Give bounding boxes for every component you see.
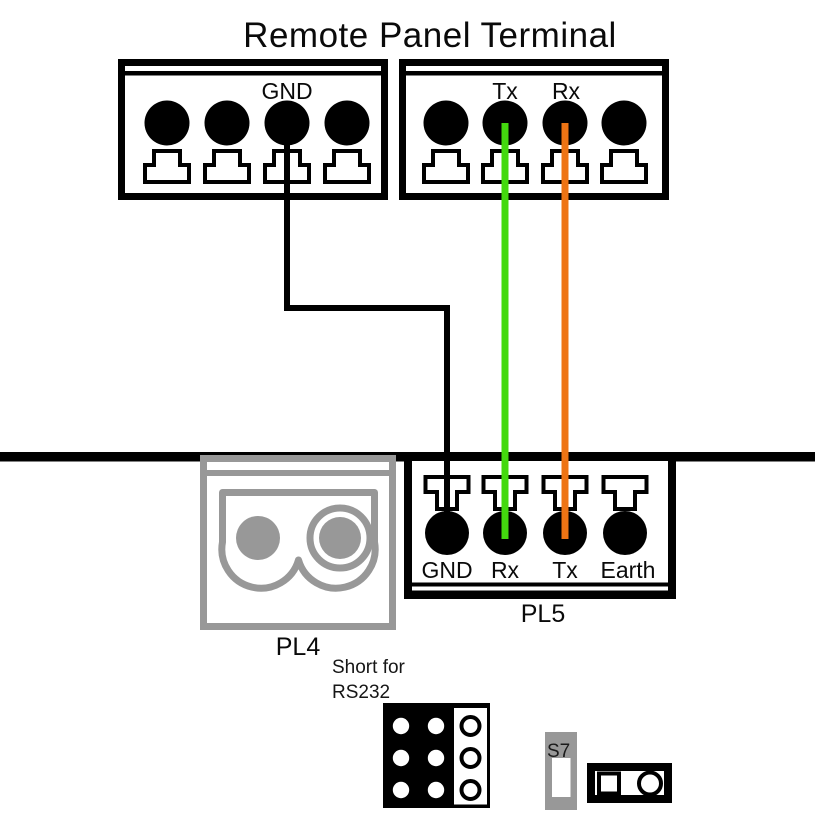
pl5-left-wall [404,452,412,599]
pl4-top-rail [207,470,389,476]
terminal-block-top-rail [125,71,381,76]
jumper-open-pin [459,779,482,801]
pl5-bottom-rail [412,582,668,587]
jumper-pin [392,749,410,767]
jumper-open-pin [459,715,482,737]
jumper-caption-line2: RS232 [332,682,390,703]
pl5-terminal-label-rx: Rx [491,557,520,583]
jumper-pin [427,717,445,735]
pl5-terminal-label-earth: Earth [601,557,656,583]
pin-circle-earth [603,511,647,555]
gnd-pin-label: GND [261,78,312,104]
jumper-pin [392,717,410,735]
pl5-right-wall [668,452,676,599]
wire-socket-icon [143,149,191,184]
gnd-wire [284,123,450,539]
pin-circle [204,100,250,146]
tx-pin-label: Tx [492,78,518,104]
jumper-pin [427,749,445,767]
wire-socket-icon [323,149,371,184]
pin-circle [324,100,370,146]
wires [284,123,569,539]
pl4-pin-right [319,517,361,559]
pl5-label: PL5 [521,600,565,628]
s7-slot [552,758,571,797]
pl5-terminal-label-tx: Tx [552,557,578,583]
wire-socket-icon [422,149,470,184]
remote-terminal-block-left: GND [118,59,388,200]
s7-label: S7 [547,741,570,762]
terminal-block-top-rail [406,71,662,76]
two-pin-connector [587,763,672,803]
square-pin-icon [597,771,621,796]
wire-socket-icon [203,149,251,184]
pl5-connector: GND Rx Tx Earth PL5 [404,452,676,628]
rx-pin-label: Rx [552,78,581,104]
pl4-label: PL4 [276,633,321,661]
pl4-pin-left [236,516,280,560]
jumper-caption-line1: Short for [332,657,406,678]
wire-socket-icon [601,475,649,511]
pl5-bottom-wall [404,590,676,599]
wire-socket-icon [600,149,648,184]
pin-circle [423,100,469,146]
s7-jumper: S7 [545,732,577,810]
pl4-connector: PL4 [200,455,396,661]
pin-circle [601,100,647,146]
rs232-jumper-block: Short for RS232 [332,657,490,808]
diagram-title: Remote Panel Terminal [243,16,617,55]
jumper-open-pin [459,747,482,769]
pl5-terminal-label-gnd: GND [421,557,472,583]
jumper-pin [392,781,410,799]
pin-circle [144,100,190,146]
round-pin-icon [637,770,663,797]
jumper-pin [427,781,445,799]
remote-terminal-block-right: Tx Rx [399,59,669,200]
